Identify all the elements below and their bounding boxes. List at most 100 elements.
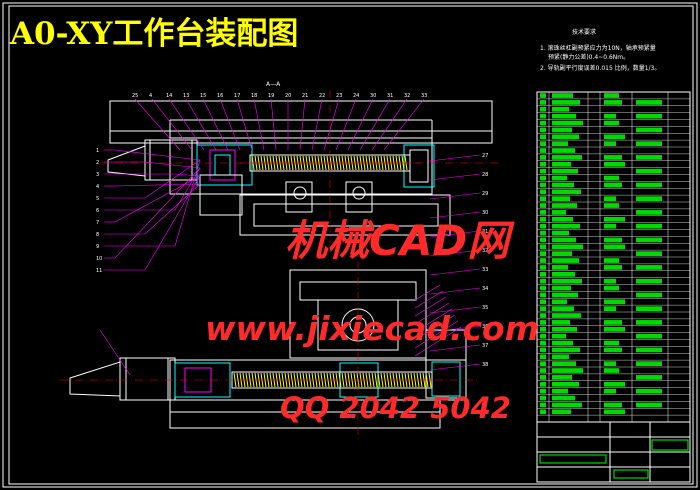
parts-cell-index <box>540 113 546 119</box>
leader-right <box>429 154 481 162</box>
inner-frame <box>8 5 694 485</box>
callout-left: 1 <box>96 148 99 154</box>
parts-cell-material <box>604 320 622 325</box>
note-line-1: 1. 滚珠丝杠副预紧应力为10N，轴承预紧量 <box>540 44 656 52</box>
parts-cell-name <box>552 271 575 277</box>
leader-top <box>253 98 265 151</box>
parts-cell-index <box>540 196 546 201</box>
parts-cell-index <box>540 271 546 277</box>
leader-left-diag <box>144 175 201 271</box>
callout-right: 35 <box>482 305 488 311</box>
lower-motor-nose <box>69 361 121 397</box>
leader-top <box>270 98 277 151</box>
callout-top: 15 <box>200 93 206 99</box>
leader-right <box>429 230 481 238</box>
parts-cell-index <box>540 168 546 174</box>
callout-top: 14 <box>166 93 172 99</box>
parts-cell-standard <box>636 237 662 243</box>
callout-right: 36 <box>482 324 488 330</box>
parts-cell-name <box>552 120 583 126</box>
leader-right <box>429 363 481 371</box>
callout-left: 7 <box>96 220 99 226</box>
parts-cell-standard <box>636 155 662 160</box>
parts-cell-name <box>552 347 580 353</box>
lower-foot <box>169 399 441 429</box>
parts-cell-index <box>540 340 546 346</box>
watermark-line-2: www.jixiecad.com <box>205 309 539 348</box>
parts-cell-material <box>604 196 616 201</box>
callout-right: 28 <box>482 172 488 178</box>
parts-cell-index <box>540 127 546 133</box>
callout-top: 20 <box>285 93 291 99</box>
parts-cell-index <box>540 251 546 256</box>
leader-left-diag <box>144 159 201 199</box>
parts-cell-material <box>604 155 622 160</box>
parts-cell-material <box>604 285 619 291</box>
thread-mark <box>281 372 285 388</box>
parts-cell-standard <box>636 182 662 188</box>
leader-left-diag <box>174 159 201 247</box>
thread-mark <box>296 372 300 388</box>
callout-top: 13 <box>183 93 189 99</box>
parts-cell-index <box>540 120 546 126</box>
parts-cell-name <box>552 333 566 339</box>
parts-cell-name <box>552 244 583 250</box>
callout-top: 33 <box>421 93 427 99</box>
parts-cell-name <box>552 368 583 373</box>
parts-cell-index <box>540 203 546 208</box>
leader-left-diag <box>144 161 201 169</box>
leader-lower <box>414 284 441 301</box>
leader-top <box>219 98 241 151</box>
parts-cell-material <box>604 306 616 311</box>
drawing-title: A0-XY工作台装配图 <box>9 16 298 52</box>
leader-right <box>429 344 481 352</box>
parts-cell-name <box>552 409 571 415</box>
parts-cell-name <box>552 375 572 380</box>
leader-lower <box>414 302 450 325</box>
parts-cell-name <box>552 306 574 311</box>
parts-cell-material <box>604 326 625 332</box>
note-line-3: 2. 导轨副平行度误差0.015 比例，数量1/3。 <box>540 64 660 72</box>
parts-cell-material <box>604 113 616 119</box>
parts-cell-material <box>604 299 625 305</box>
leader-top <box>236 98 253 151</box>
callout-top: 21 <box>302 93 308 99</box>
parts-cell-index <box>540 388 546 394</box>
callout-top: 24 <box>353 93 359 99</box>
parts-cell-index <box>540 402 546 408</box>
parts-cell-index <box>540 306 546 311</box>
thread-mark <box>308 372 312 388</box>
parts-cell-material <box>604 361 616 366</box>
leader-top <box>335 98 357 151</box>
leader-top <box>323 98 340 151</box>
callout-top: 18 <box>251 93 257 99</box>
parts-cell-name <box>552 354 569 360</box>
parts-cell-standard <box>636 333 662 339</box>
parts-cell-index <box>540 237 546 243</box>
parts-cell-index <box>540 409 546 415</box>
upper-motor-nose <box>107 145 146 177</box>
parts-cell-standard <box>636 113 662 119</box>
parts-cell-name <box>552 278 582 284</box>
parts-cell-name <box>552 196 570 201</box>
notes-title: 技术要求 <box>572 28 596 36</box>
parts-cell-name <box>552 100 580 105</box>
leader-top <box>168 98 205 151</box>
parts-cell-standard <box>636 100 662 105</box>
parts-cell-name <box>552 148 575 153</box>
callout-top: 31 <box>387 93 393 99</box>
thread-mark <box>338 372 342 388</box>
parts-cell-name <box>552 168 578 174</box>
thread-mark <box>428 372 432 388</box>
callout-left: 3 <box>96 172 99 178</box>
callout-top: 30 <box>370 93 376 99</box>
leader-top <box>151 98 193 151</box>
parts-cell-material <box>604 182 622 188</box>
parts-cell-name <box>552 292 578 298</box>
parts-cell-index <box>540 326 546 332</box>
parts-cell-material <box>604 278 616 284</box>
parts-cell-material <box>604 381 625 387</box>
parts-cell-standard <box>636 375 662 380</box>
callout-left: 8 <box>96 232 99 238</box>
